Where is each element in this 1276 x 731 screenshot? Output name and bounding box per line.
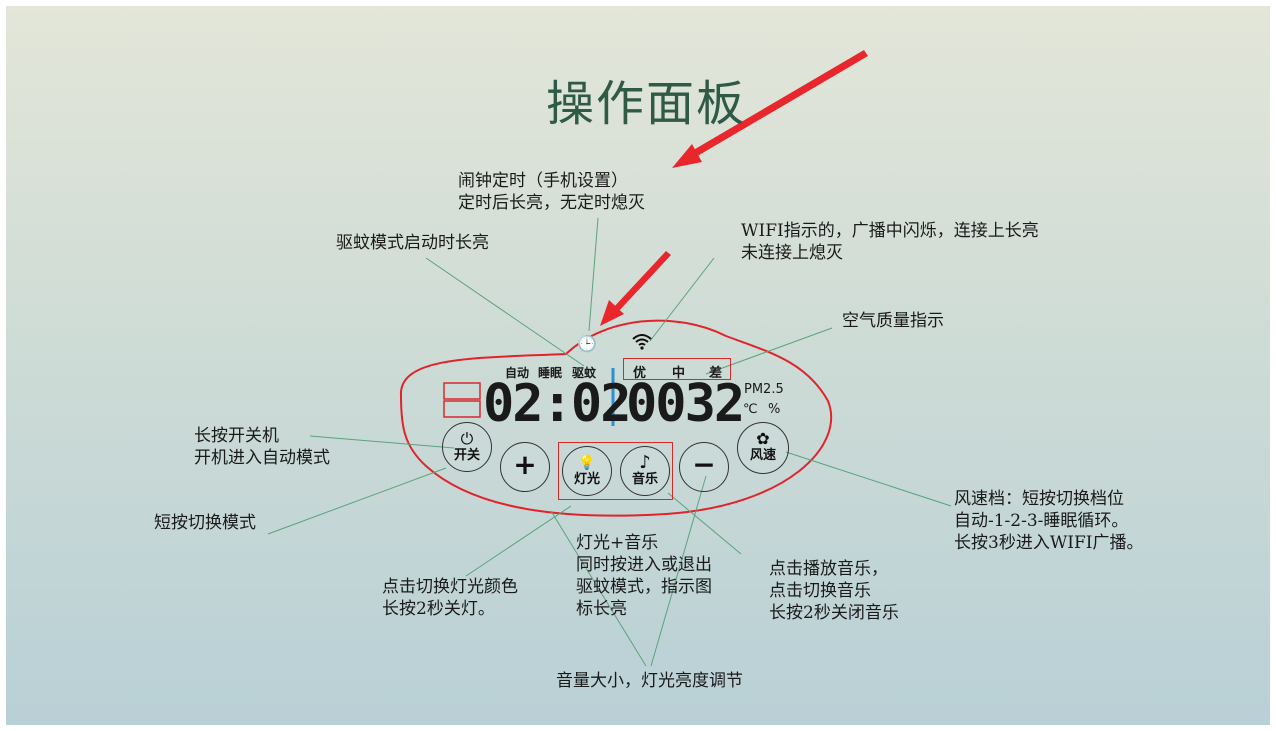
note-light-line2: 长按2秒关灯。: [382, 599, 495, 619]
note-volume-line1: 音量大小，灯光亮度调节: [556, 671, 743, 691]
page-title: 操作面板: [546, 76, 747, 132]
note-alarm-line1: 闹钟定时（手机设置）: [458, 171, 628, 191]
note-fan: 风速档：短按切换档位 自动-1-2-3-睡眠循环。 长按3秒进入WIFI广播。: [954, 488, 1144, 554]
note-music-line3: 长按2秒关闭音乐: [769, 603, 899, 623]
note-mosquito-line1: 驱蚊模式启动时长亮: [336, 233, 489, 253]
leader-lines: [267, 217, 952, 667]
note-mode-line1: 短按切换模式: [154, 513, 256, 533]
note-fan-line3: 长按3秒进入WIFI广播。: [954, 533, 1144, 553]
light-button-label: 灯光: [573, 472, 600, 487]
plus-icon: +: [513, 448, 537, 481]
note-light-music-line1: 灯光+音乐: [576, 533, 659, 553]
note-power-line1: 长按开关机: [194, 426, 279, 446]
note-volume: 音量大小，灯光亮度调节: [556, 670, 743, 692]
percent-label: %: [768, 402, 781, 417]
power-button-label: 开关: [453, 448, 480, 463]
note-music-line2: 点击切换音乐: [769, 581, 871, 601]
pm25-label: PM2.5: [744, 382, 784, 397]
mode-label-auto: 自动: [505, 366, 530, 380]
air-level-good: 优: [633, 366, 647, 381]
note-light-music-line2: 同时按进入或退出: [576, 555, 712, 575]
note-fan-line1: 风速档：短按切换档位: [954, 489, 1124, 509]
note-alarm-line2: 定时后长亮，无定时熄灭: [458, 193, 645, 213]
light-music-box: [558, 442, 673, 500]
fan-speed-button-label: 风速: [749, 448, 776, 463]
note-light: 点击切换灯光颜色 长按2秒关灯。: [382, 576, 518, 620]
diagram-overlay: [267, 50, 952, 667]
note-alarm: 闹钟定时（手机设置） 定时后长亮，无定时熄灭: [458, 170, 645, 214]
bulb-icon: 💡: [578, 455, 596, 471]
note-mode: 短按切换模式: [154, 512, 256, 534]
wifi-icon: [632, 334, 652, 350]
minus-button[interactable]: −: [679, 442, 729, 492]
note-wifi-line2: 未连接上熄灭: [741, 243, 843, 263]
note-air: 空气质量指示: [842, 310, 944, 332]
note-light-line1: 点击切换灯光颜色: [382, 577, 518, 597]
fan-speed-button[interactable]: ✿ 风速: [737, 422, 789, 474]
minus-icon: −: [692, 448, 716, 481]
panel-outline: [399, 319, 833, 517]
indicator-box-top: [443, 382, 481, 400]
fan-icon: ✿: [756, 429, 770, 448]
music-button[interactable]: ♪ 音乐: [620, 446, 670, 496]
note-power: 长按开关机 开机进入自动模式: [194, 425, 330, 469]
clock-icon: 🕒: [577, 334, 597, 353]
reading-display: 0032: [626, 374, 745, 434]
light-button[interactable]: 💡 灯光: [562, 446, 612, 496]
mode-label-sleep: 睡眠: [538, 366, 563, 380]
note-music: 点击播放音乐， 点击切换音乐 长按2秒关闭音乐: [769, 558, 899, 624]
note-mosquito: 驱蚊模式启动时长亮: [336, 232, 489, 254]
note-power-line2: 开机进入自动模式: [194, 448, 330, 468]
note-fan-line2: 自动-1-2-3-睡眠循环。: [954, 511, 1129, 531]
note-light-music: 灯光+音乐 同时按进入或退出 驱蚊模式，指示图 标长亮: [576, 532, 712, 620]
air-level-medium: 中: [672, 366, 686, 381]
arrow-mid: [600, 251, 671, 326]
indicator-box-bottom: [443, 400, 481, 418]
power-button[interactable]: ⏻ 开关: [442, 422, 492, 472]
note-light-music-line4: 标长亮: [576, 599, 627, 619]
power-icon: ⏻: [460, 429, 474, 448]
slide: 操作面板 闹钟定时（手机设置） 定时后长亮，无定时熄灭 驱蚊模式启动时长亮 WI…: [6, 6, 1270, 725]
note-music-line1: 点击播放音乐，: [769, 559, 888, 579]
arrow-top: [672, 50, 868, 168]
mode-label-mosquito: 驱蚊: [572, 366, 597, 380]
note-wifi-line1: WIFI指示的，广播中闪烁，连接上长亮: [741, 221, 1039, 241]
note-light-music-line3: 驱蚊模式，指示图: [576, 577, 712, 597]
music-note-icon: ♪: [639, 452, 651, 473]
music-button-label: 音乐: [631, 472, 658, 487]
celsius-label: ℃: [743, 402, 758, 417]
note-wifi: WIFI指示的，广播中闪烁，连接上长亮 未连接上熄灭: [741, 220, 1039, 264]
note-air-line1: 空气质量指示: [842, 311, 944, 331]
time-display: 02:02: [483, 374, 632, 434]
air-level-poor: 差: [709, 366, 723, 381]
plus-button[interactable]: +: [500, 442, 550, 492]
air-quality-box: [623, 358, 731, 380]
